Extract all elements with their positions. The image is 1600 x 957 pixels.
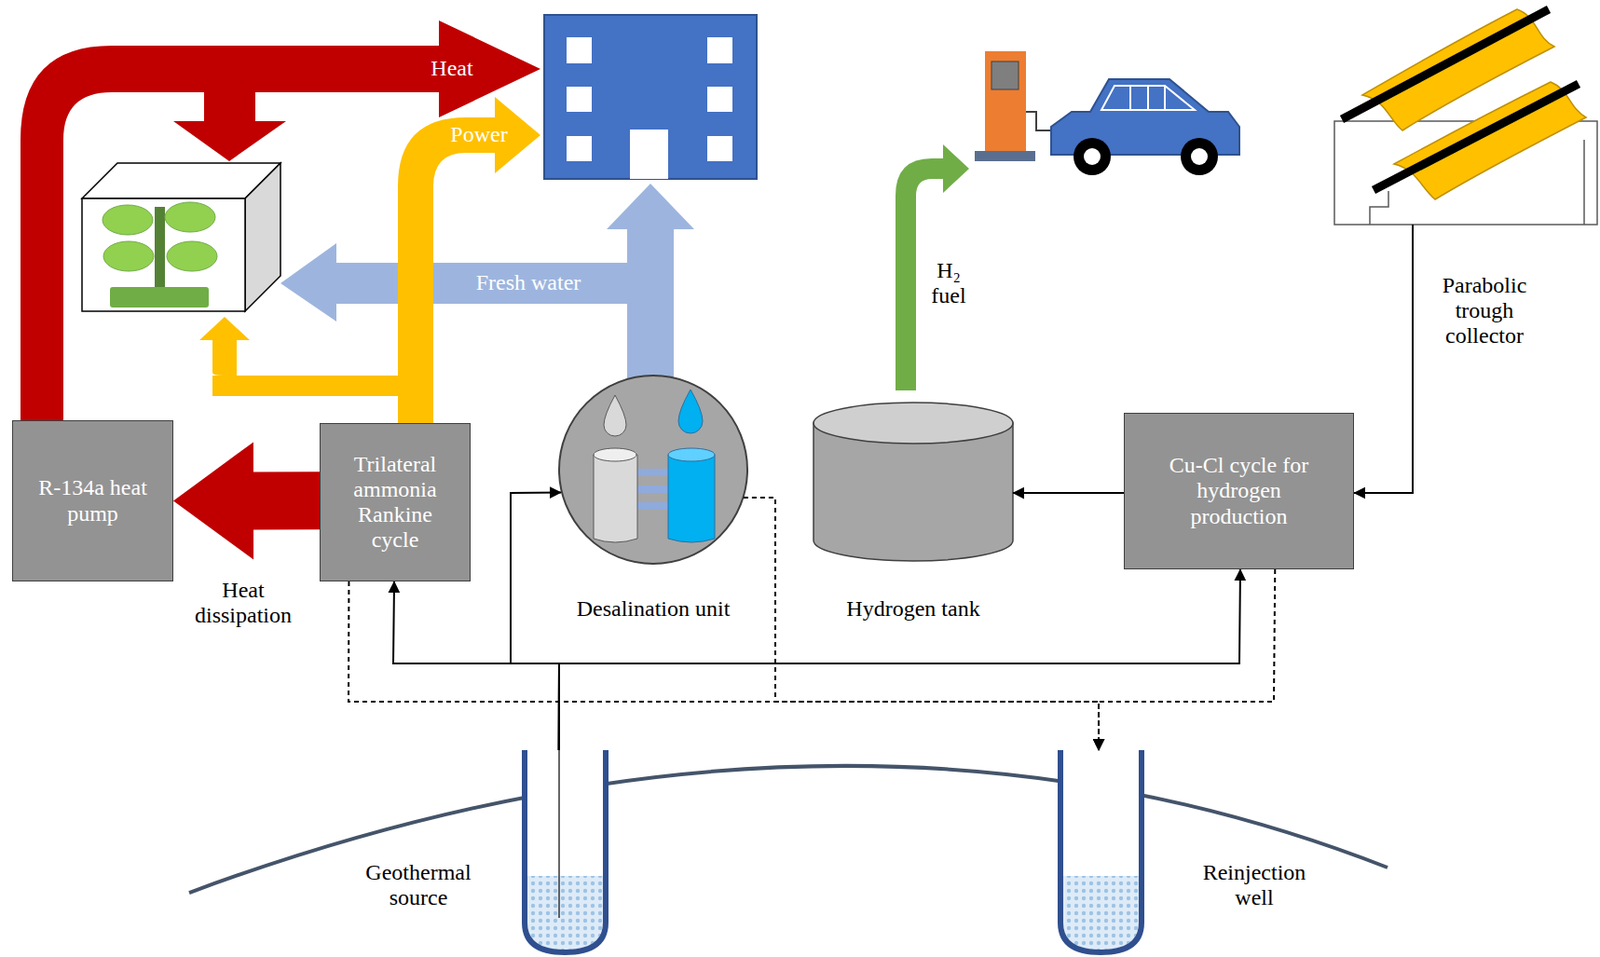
reinjection-well: Reinjection well: [1055, 750, 1149, 955]
car-icon-part: [1180, 137, 1218, 176]
rankine-cycle-box: Trilateral ammonia Rankine cycle: [319, 423, 471, 582]
parabolic-trough-illustration-part: [1373, 83, 1579, 191]
greenhouse-icon-part: [82, 198, 246, 312]
parabolic-trough-illustration: [1334, 9, 1598, 225]
greenhouse-icon-part: [109, 287, 209, 308]
parabolic-trough-collector: Parabolic trough collector: [1334, 4, 1598, 225]
parabolic-trough-illustration-part: [1583, 139, 1586, 225]
building-icon-part: [707, 37, 733, 64]
hydrogen-tank: Hydrogen tank: [813, 402, 1013, 561]
reinjection-well: [1060, 750, 1142, 953]
power-arrow-part: [397, 96, 541, 424]
greenhouse-icon-part: [166, 241, 218, 272]
fuel-pump-icon-part: [991, 61, 1019, 90]
desalination-illustration-part: [637, 485, 670, 493]
shape-label: Hydrogen tank: [813, 596, 1013, 622]
car-icon-part: [1190, 148, 1208, 165]
geothermal-well-part: [524, 750, 606, 953]
desalination-illustration-part: [668, 448, 715, 462]
fuel-pump-icon-part: [1025, 111, 1052, 131]
car-icon-part: [1083, 148, 1101, 165]
box-label: Cu-Cl cycle for hydrogen production: [1152, 452, 1326, 529]
hydrogen-fuel-label: H₂ fuel: [924, 258, 973, 309]
building-icon-part: [566, 86, 592, 112]
car-icon-part: [1163, 86, 1166, 110]
desalination-illustration-part: [593, 450, 638, 543]
heat-flow-arrow: [173, 441, 320, 560]
building-icon-part: [544, 14, 757, 179]
shape-label: Parabolic trough collector: [1419, 273, 1550, 349]
desalination-unit: Desalination unit: [558, 374, 749, 565]
greenhouse-icon-part: [164, 202, 216, 233]
fresh-water-arrow-part: [280, 243, 653, 322]
desalination-illustration-part: [678, 389, 703, 434]
greenhouse-icon: [82, 163, 281, 312]
desalination-illustration-part: [593, 448, 637, 462]
car-icon-part: [1073, 137, 1111, 176]
desalination-illustration-part: [668, 450, 715, 543]
car-icon-part: [1147, 86, 1149, 110]
car-icon: [1051, 79, 1240, 176]
desalination-illustration: [559, 375, 748, 564]
building-icon-part: [707, 136, 733, 162]
car-icon-part: [1129, 86, 1132, 110]
flow-line: [393, 581, 560, 751]
flow-line: [1353, 224, 1413, 493]
power-arrow: [199, 96, 541, 424]
flow-line: [510, 492, 561, 751]
building-icon-part: [566, 37, 592, 64]
desalination-illustration-part: [559, 375, 748, 564]
heat-arrow-part: [20, 20, 541, 421]
cu-cl-cycle-box: Cu-Cl cycle for hydrogen production: [1123, 412, 1354, 570]
flow-line: [1012, 492, 1124, 494]
shape-label: Desalination unit: [550, 596, 756, 622]
heat-flow-label: Heat: [410, 55, 494, 82]
desalination-illustration-part: [603, 395, 627, 437]
greenhouse-icon-part: [103, 241, 154, 272]
fuel-pump-icon: [974, 51, 1052, 162]
return-line: [348, 581, 1099, 751]
parabolic-trough-illustration-part: [1341, 9, 1549, 120]
power-arrow-part: [212, 375, 413, 397]
reinjection-well-part: [1060, 750, 1142, 953]
car-icon-part: [1101, 85, 1195, 110]
greenhouse-icon-part: [154, 206, 165, 288]
geothermal-well-part: [527, 875, 603, 950]
greenhouse-icon-part: [245, 163, 281, 312]
building-icon-part: [707, 86, 733, 112]
heat-arrow: [20, 20, 541, 421]
heat-arrow-part: [173, 92, 287, 162]
box-label: R-134a heat pump: [35, 475, 151, 526]
return-line: [1098, 569, 1275, 751]
greenhouse-icon-part: [102, 205, 153, 235]
geothermal-well-part: [524, 750, 606, 953]
geothermal-source-well: Geothermal source: [519, 750, 611, 955]
desalination-illustration-part: [637, 468, 670, 477]
edge-label: Heat dissipation: [182, 577, 304, 629]
hydrogen-tank-illustration-part: [813, 402, 1013, 444]
fresh-water-arrow: [280, 183, 695, 383]
parabolic-trough-illustration-part: [1369, 191, 1389, 225]
return-line: [743, 497, 1099, 751]
fresh-water-label: Fresh water: [458, 270, 599, 296]
fuel-pump-icon-part: [984, 51, 1026, 151]
shape-label: Reinjection well: [1193, 860, 1315, 911]
box-label: Trilateral ammonia Rankine cycle: [339, 451, 452, 553]
power-flow-label: Power: [437, 122, 521, 148]
building-icon: [544, 14, 757, 179]
reinjection-well-part: [1060, 750, 1142, 953]
heat-pump-box: R-134a heat pump: [12, 420, 174, 582]
fuel-pump-icon-part: [974, 150, 1036, 162]
desalination-illustration-part: [637, 502, 670, 510]
shape-label: Geothermal source: [357, 860, 479, 911]
hydrogen-tank-illustration: [813, 402, 1013, 561]
geothermal-well: [524, 750, 606, 953]
geothermal-well-part: [558, 750, 561, 918]
building-icon-part: [629, 129, 669, 179]
building-icon-part: [566, 136, 592, 162]
reinjection-well-part: [1063, 875, 1139, 950]
